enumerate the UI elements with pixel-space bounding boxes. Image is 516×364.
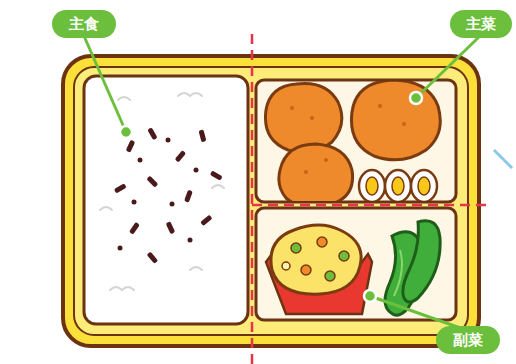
- egg-yolk: [366, 177, 378, 195]
- sprinkle: [138, 158, 143, 163]
- furikake: [114, 127, 223, 264]
- fried-chicken: [279, 144, 353, 201]
- label-pill: 副菜: [436, 326, 500, 354]
- label-text: 主食: [69, 17, 99, 32]
- pea: [339, 251, 349, 261]
- box-rim: [74, 67, 468, 335]
- potato-salad: [271, 225, 361, 294]
- leader-line: [84, 36, 126, 132]
- rice-grain: [118, 97, 130, 100]
- egg-white: [359, 170, 385, 201]
- sprinkle: [210, 170, 223, 180]
- sprinkle: [200, 215, 212, 227]
- leader-line: [416, 36, 480, 98]
- sprinkle: [166, 221, 176, 234]
- snap-pea: [403, 221, 440, 302]
- label-pill: 主菜: [450, 10, 512, 38]
- sprinkle: [175, 150, 187, 162]
- crumb: [304, 170, 308, 174]
- label-text: 副菜: [453, 333, 483, 348]
- sprinkle: [118, 246, 123, 251]
- pea-highlight: [394, 250, 402, 296]
- leader-dot: [410, 92, 422, 104]
- crumb: [402, 122, 406, 126]
- egg-white: [385, 170, 411, 201]
- rice-grain: [100, 207, 112, 210]
- sprinkle: [184, 190, 193, 203]
- sprinkle: [114, 183, 127, 193]
- pea: [325, 271, 335, 281]
- crumb: [324, 158, 328, 162]
- fried-chicken: [265, 83, 341, 152]
- arrow-hint: [494, 150, 512, 168]
- egg-yolk: [392, 177, 404, 195]
- sprinkle: [146, 176, 158, 188]
- crumb: [378, 104, 382, 108]
- sprinkle: [126, 140, 136, 153]
- rice-grain: [212, 185, 224, 188]
- rice-texture: [100, 93, 224, 290]
- divider-line: [251, 34, 254, 364]
- fried-chicken: [351, 81, 440, 160]
- divider-line: [252, 204, 492, 207]
- potato: [282, 262, 290, 270]
- crumb: [290, 106, 294, 110]
- sprinkle: [166, 138, 171, 143]
- egg-white: [411, 170, 437, 201]
- sprinkle: [199, 129, 207, 142]
- sprinkle: [188, 238, 193, 243]
- rice-grain: [178, 93, 202, 96]
- crumb: [310, 116, 314, 120]
- leader-dot: [120, 126, 132, 138]
- label-text: 主菜: [466, 17, 496, 32]
- main-dish: [265, 81, 440, 201]
- leader-dots: [120, 92, 422, 302]
- rice-grain: [190, 267, 202, 270]
- carrot: [317, 237, 327, 247]
- salad-bits: [282, 237, 349, 281]
- leader-dot: [364, 290, 376, 302]
- sprinkle: [170, 202, 175, 207]
- boiled-eggs: [359, 170, 437, 201]
- sprinkle: [147, 127, 157, 140]
- chicken-texture: [290, 104, 406, 174]
- sprinkle: [147, 251, 159, 263]
- sprinkle: [129, 222, 140, 235]
- sprinkle: [194, 168, 199, 173]
- label-pill: 主食: [52, 10, 116, 38]
- rice-compartment: [84, 76, 248, 324]
- pea: [291, 243, 301, 253]
- leader-lines: [84, 36, 480, 330]
- egg-yolk: [418, 177, 430, 195]
- side-dish: [266, 221, 440, 315]
- carrot: [301, 265, 311, 275]
- sprinkle: [132, 200, 137, 205]
- bento-box: [63, 56, 479, 346]
- leader-line: [370, 296, 466, 330]
- side-compartment: [256, 208, 456, 320]
- rice-grain: [110, 287, 134, 290]
